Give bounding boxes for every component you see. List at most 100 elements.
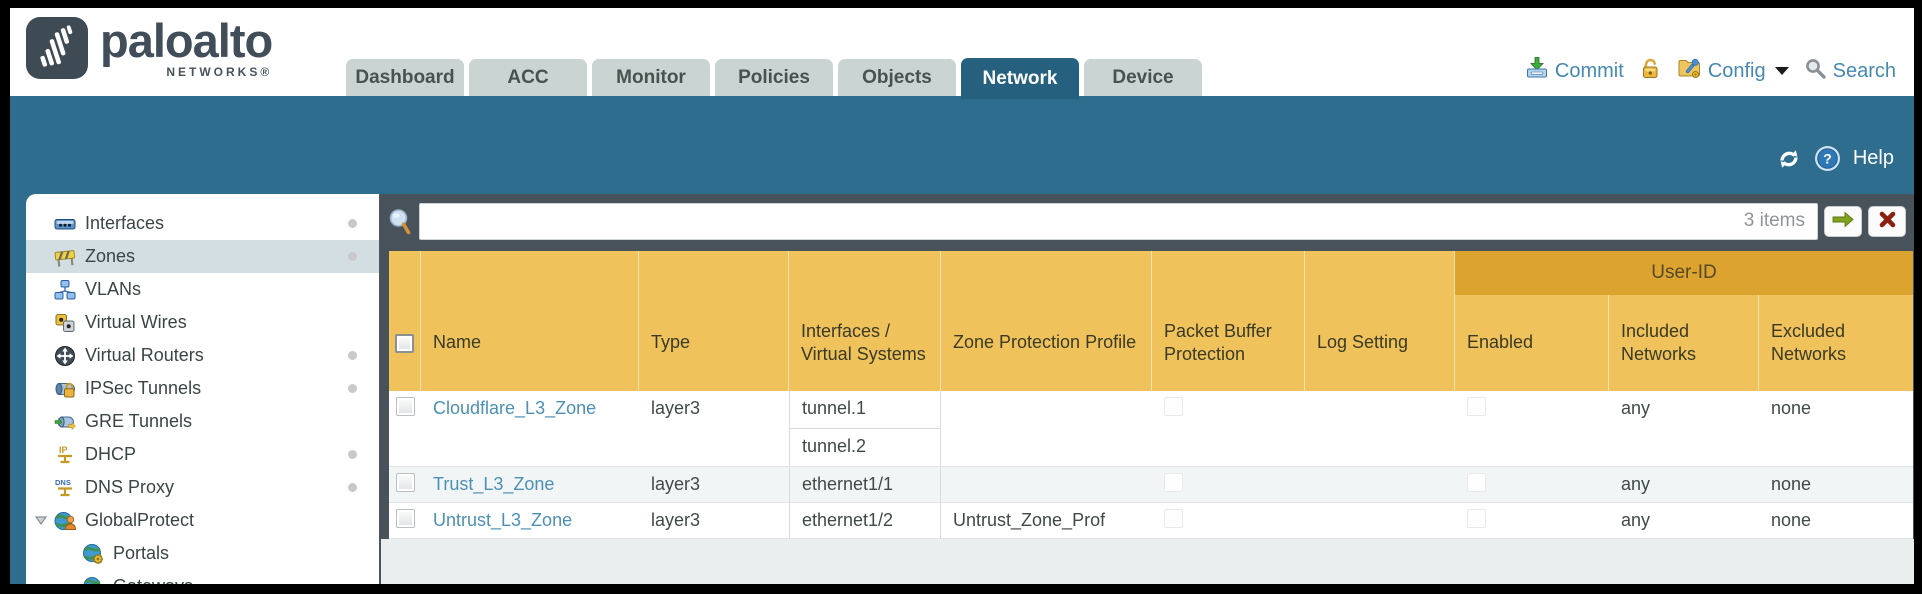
packet-buffer-protection-cell [1152, 503, 1305, 538]
vlans-icon [54, 279, 76, 301]
main-filler [381, 539, 1914, 584]
config-dropdown[interactable]: Config [1677, 56, 1789, 86]
refresh-icon[interactable] [1776, 146, 1802, 172]
interface-entry: ethernet1/2 [802, 510, 894, 530]
sidebar-item-virtual-wires[interactable]: Virtual Wires [26, 306, 379, 339]
user-id-enabled-checkbox[interactable] [1467, 473, 1486, 492]
tab-monitor[interactable]: Monitor [592, 59, 710, 96]
interfaces-icon [54, 213, 76, 235]
user-id-group-header: User-ID [1455, 251, 1913, 295]
row-select-cell [389, 503, 421, 538]
lock-button[interactable] [1639, 56, 1662, 86]
zone-name-link[interactable]: Cloudflare_L3_Zone [433, 398, 597, 418]
zone-protection-profile-cell [941, 467, 1152, 502]
select-all-cell [389, 251, 421, 391]
zone-protection-profile-cell: Untrust_Zone_Prof [953, 510, 1106, 530]
sidebar-item-label: GRE Tunnels [85, 411, 193, 431]
column-header-interfaces-virtual-systems[interactable]: Interfaces / Virtual Systems [789, 251, 941, 391]
status-dot [348, 252, 357, 261]
tab-dashboard[interactable]: Dashboard [346, 59, 464, 96]
zone-name-link[interactable]: Trust_L3_Zone [433, 474, 555, 494]
sidebar-item-label: Virtual Wires [85, 312, 187, 332]
tab-acc[interactable]: ACC [469, 59, 587, 96]
row-select-cell [389, 391, 421, 466]
included-networks-cell: any [1621, 398, 1651, 418]
sidebar-item-virtual-routers[interactable]: Virtual Routers [26, 339, 379, 372]
sidebar-item-gateways[interactable]: Gateways [26, 570, 379, 584]
column-header-type[interactable]: Type [639, 251, 789, 391]
ipsec-tunnels-icon [54, 378, 76, 400]
sidebar-item-dhcp[interactable]: IP DHCP [26, 438, 379, 471]
expand-triangle-icon[interactable] [34, 513, 48, 527]
globalprotect-icon [54, 510, 76, 532]
sidebar-item-gre-tunnels[interactable]: GRE Tunnels [26, 405, 379, 438]
svg-text:?: ? [1823, 151, 1832, 167]
row-checkbox[interactable] [395, 397, 415, 416]
filter-toolbar: 3 items [381, 194, 1914, 251]
packet-buffer-checkbox[interactable] [1164, 509, 1183, 528]
column-header-packet-buffer-protection[interactable]: Packet Buffer Protection [1152, 251, 1305, 391]
sidebar-item-label: DHCP [85, 444, 137, 464]
commit-icon [1525, 56, 1549, 86]
dhcp-icon: IP [54, 444, 76, 466]
sidebar-item-interfaces[interactable]: Interfaces [26, 207, 379, 240]
packet-buffer-checkbox[interactable] [1164, 397, 1183, 416]
filter-search-icon [387, 207, 413, 241]
packet-buffer-protection-cell [1152, 391, 1305, 466]
sidebar-item-ipsec-tunnels[interactable]: IPSec Tunnels [26, 372, 379, 405]
interfaces-cell: ethernet1/1 [789, 467, 941, 502]
packet-buffer-checkbox[interactable] [1164, 473, 1183, 492]
apply-filter-button[interactable] [1824, 206, 1862, 237]
column-header-name[interactable]: Name [421, 251, 639, 391]
virtual-routers-icon [54, 345, 76, 367]
column-header-enabled[interactable]: Enabled [1455, 251, 1609, 391]
column-header-zone-protection-profile[interactable]: Zone Protection Profile [941, 251, 1152, 391]
clear-filter-button[interactable] [1868, 206, 1906, 237]
filter-input[interactable] [419, 203, 1818, 240]
excluded-networks-cell: none [1771, 510, 1812, 530]
select-all-checkbox[interactable] [395, 333, 414, 353]
sidebar-item-vlans[interactable]: VLANs [26, 273, 379, 306]
excluded-networks-cell: none [1771, 474, 1812, 494]
row-checkbox[interactable] [395, 473, 415, 492]
row-checkbox[interactable] [395, 509, 415, 528]
tab-network[interactable]: Network [961, 58, 1079, 99]
sidebar-item-globalprotect[interactable]: GlobalProtect [26, 504, 379, 537]
sidebar-item-zones[interactable]: Zones [26, 240, 379, 273]
sidebar-item-label: Portals [113, 543, 170, 563]
red-x-icon [1878, 210, 1897, 234]
help-label: Help [1852, 147, 1894, 169]
sidebar-item-portals[interactable]: Portals [26, 537, 379, 570]
help-icon[interactable]: ? [1814, 145, 1841, 172]
tab-objects[interactable]: Objects [838, 59, 956, 96]
column-header-log-setting[interactable]: Log Setting [1305, 251, 1455, 391]
included-networks-cell: any [1621, 474, 1651, 494]
zone-name-link[interactable]: Untrust_L3_Zone [433, 510, 573, 530]
interfaces-cell: ethernet1/2 [789, 503, 941, 538]
user-id-enabled-cell [1455, 391, 1609, 466]
search-button[interactable]: Search [1804, 57, 1896, 86]
status-dot [348, 351, 357, 360]
interface-entry: tunnel.1 [790, 391, 940, 429]
user-id-enabled-checkbox[interactable] [1467, 397, 1486, 416]
tab-device[interactable]: Device [1084, 59, 1202, 96]
zone-protection-profile-cell [941, 391, 1152, 466]
excluded-networks-cell: none [1771, 398, 1812, 418]
zones-icon [54, 246, 76, 268]
column-header-excluded-networks[interactable]: Excluded Networks [1771, 320, 1847, 364]
tab-policies[interactable]: Policies [715, 59, 833, 96]
user-id-enabled-checkbox[interactable] [1467, 509, 1486, 528]
commit-button[interactable]: Commit [1525, 56, 1624, 86]
column-header-included-networks[interactable]: Included Networks [1609, 251, 1759, 391]
log-setting-cell [1305, 503, 1455, 538]
